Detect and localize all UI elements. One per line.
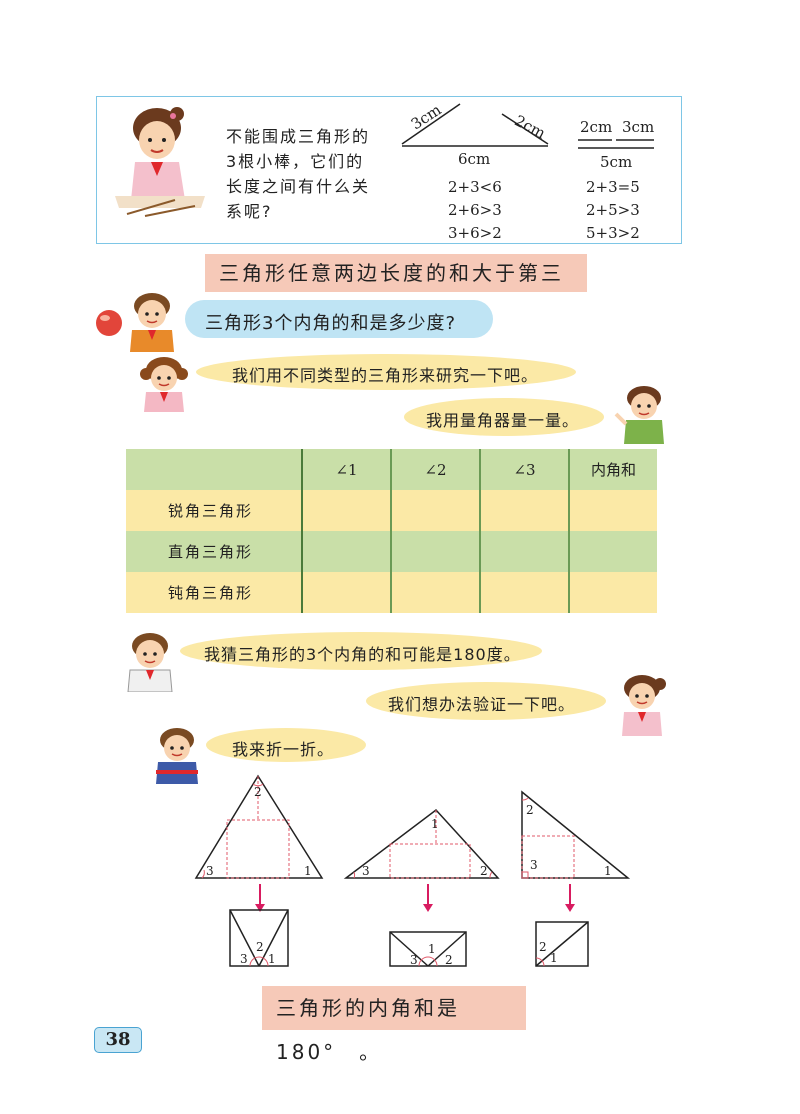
conclusion-angle-sum: 三角形的内角和是180° 。 [262,986,526,1064]
ineq-line: 2+6>3 [448,201,502,219]
table-header-cell: ∠2 [391,449,481,490]
stick-label-2cm-b: 2cm [580,118,613,136]
speech-bubble-boy [404,398,604,436]
empty-cell [569,531,657,572]
angle-label: 2 [526,803,534,817]
girl-avatar [140,357,188,412]
speech-bubble-girl-verify [366,682,606,720]
speech-bubble-girl [196,354,576,390]
table-row: 直角三角形 [126,531,657,572]
table-row: 锐角三角形 [126,490,657,531]
red-ball-icon [96,310,122,336]
speech-bubble-boy-fold [206,728,366,762]
row-label: 锐角三角形 [126,490,303,531]
girl-avatar [622,675,666,736]
angle-label: 1 [431,817,439,831]
ineq-line: 3+6>2 [448,224,502,242]
inequalities-2: 2+3=5 2+5>3 5+3>2 [586,176,640,245]
speech-text: 三角形3个内角的和是多少度? [205,313,457,334]
angle-label: 2 [445,953,453,967]
speech-text: 我们用不同类型的三角形来研究一下吧。 [232,366,539,385]
empty-cell [302,490,392,531]
angle-label: 3 [362,864,370,878]
angle-label: 2 [539,940,547,954]
boy-avatar [127,633,173,692]
angle-label: 1 [550,951,558,965]
table-header-cell [126,449,303,490]
empty-cell [391,531,481,572]
boy-pointing-avatar [614,386,664,444]
stick-label-6cm: 6cm [458,150,491,168]
row-label: 直角三角形 [126,531,303,572]
table-header-cell: ∠1 [302,449,392,490]
angle-label: 3 [530,858,538,872]
ineq-line: 5+3>2 [586,224,640,242]
angle-label: 3 [240,952,248,966]
speech-text: 我用量角器量一量。 [426,411,580,430]
speech-text: 我猜三角形的3个内角的和可能是180度。 [204,645,521,664]
page-number: 38 [94,1027,142,1053]
folding-triangles-figure [194,774,631,967]
angle-label: 3 [206,864,214,878]
ineq-line: 2+3<6 [448,178,502,196]
inequalities-1: 2+3<6 2+6>3 3+6>2 [448,176,502,245]
angle-label: 1 [604,864,612,878]
empty-cell [391,490,481,531]
row-label: 钝角三角形 [126,572,303,613]
boy-avatar [156,728,198,784]
girl-thinking-illustration [115,107,205,217]
conclusion-triangle-inequality: 三角形任意两边长度的和大于第三边。 [205,254,587,323]
table-header-row: ∠1 ∠2 ∠3 内角和 [126,449,657,490]
ineq-line: 2+3=5 [586,178,640,196]
stick-label-5cm: 5cm [600,153,633,171]
question-box [96,96,682,244]
angle-label: 2 [480,864,488,878]
empty-cell [569,572,657,613]
table-header-cell: ∠3 [480,449,570,490]
empty-cell [302,572,392,613]
angle-label: 3 [410,953,418,967]
stick-label-3cm-b: 3cm [622,118,655,136]
angle-measure-table: ∠1 ∠2 ∠3 内角和 锐角三角形 直角三角形 钝角三角形 [126,449,657,613]
sticks-figure-1 [401,103,549,147]
empty-cell [569,490,657,531]
sticks-figure-2 [578,139,654,149]
speech-bubble-angle-sum-question [185,300,493,338]
speech-text: 我来折一折。 [232,740,335,759]
angle-label: 2 [254,785,262,799]
empty-cell [480,531,570,572]
angle-label: 1 [268,952,276,966]
table-row: 钝角三角形 [126,572,657,613]
speech-text: 我们想办法验证一下吧。 [388,695,576,714]
empty-cell [391,572,481,613]
angle-label: 1 [304,864,312,878]
empty-cell [302,531,392,572]
angle-label: 1 [428,942,436,956]
empty-cell [480,490,570,531]
table-header-cell: 内角和 [569,449,657,490]
ineq-line: 2+5>3 [586,201,640,219]
boy-avatar [130,293,174,352]
question-text: 不能围成三角形的3根小棒，它们的长度之间有什么关系呢? [226,127,371,221]
angle-label: 2 [256,940,264,954]
speech-bubble-boy-guess [180,632,542,670]
empty-cell [480,572,570,613]
